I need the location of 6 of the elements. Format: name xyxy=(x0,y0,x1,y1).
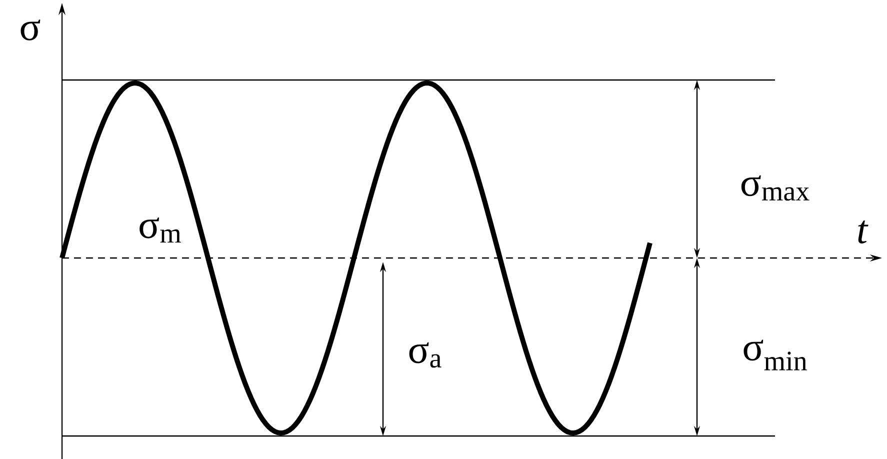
axis-label: t xyxy=(858,220,868,244)
stress-label: σ$_{max}$ xyxy=(741,175,810,201)
stress-label: σ$_{m}$ xyxy=(140,217,181,243)
stress-label: σ$_{min}$ xyxy=(744,340,807,370)
axis-label: σ xyxy=(20,20,40,40)
stress-label: σ$_{a}$ xyxy=(409,342,442,368)
